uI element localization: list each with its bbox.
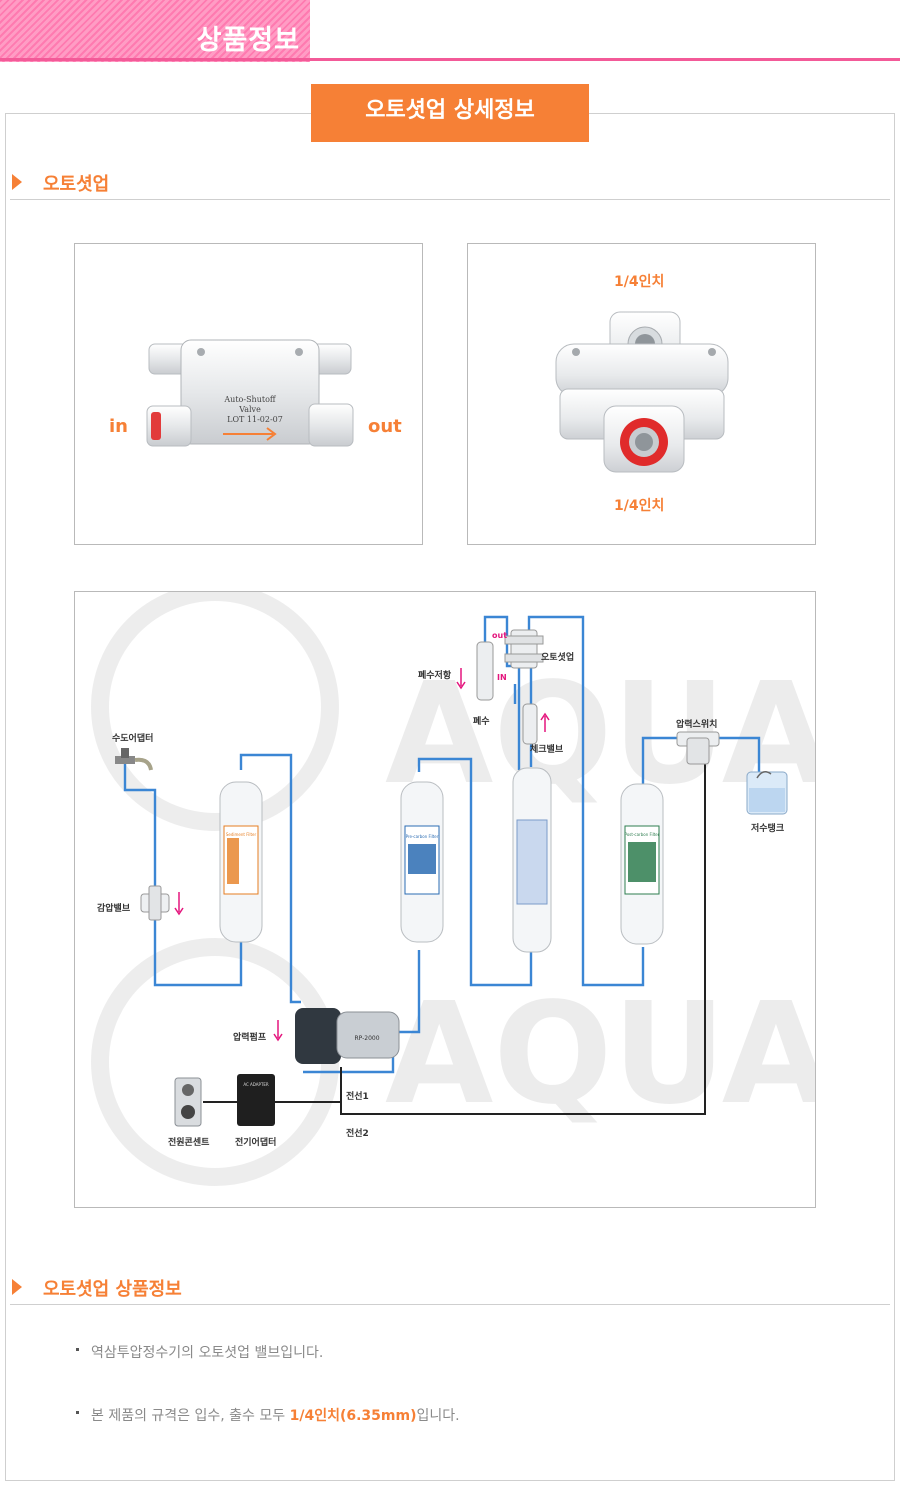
bullet-dot-icon xyxy=(76,1347,79,1351)
bottom-size-label: 1/4인치 xyxy=(614,498,665,514)
section-header-product-info: 오토셧업 상품정보 xyxy=(10,1275,890,1305)
out-label: out xyxy=(368,416,402,437)
check-valve xyxy=(522,703,550,745)
triangle-arrow-icon xyxy=(12,1279,22,1295)
filter-post-carbon: Post-carbon Filter xyxy=(620,783,664,945)
section-header-autoshutoff: 오토셧업 xyxy=(10,170,890,200)
header-tab: 상품정보 xyxy=(0,0,310,62)
filter-label: Pre-carbon Filter xyxy=(406,834,439,839)
adapter-text: AC ADAPTER xyxy=(243,1082,269,1087)
label-waste-water: 폐수 xyxy=(473,717,490,727)
valve-print-line1: Auto-Shutoff xyxy=(223,395,276,404)
out-port-label: out xyxy=(492,631,507,640)
label-wire1: 전선1 xyxy=(346,1092,369,1102)
header-divider xyxy=(0,58,900,61)
label-power-adapter: 전기어댑터 xyxy=(235,1138,277,1148)
bullet-dot-icon xyxy=(76,1410,79,1414)
info-line-2: 본 제품의 규격은 입수, 출수 모두 1/4인치(6.35mm)입니다. xyxy=(76,1405,460,1425)
label-pressure-reducing-valve: 감압밸브 xyxy=(97,904,131,914)
filter-pre-carbon: Pre-carbon Filter xyxy=(400,781,444,943)
label-waste-resistor: 폐수저항 xyxy=(418,671,452,681)
photo-front-view: 1/4인치 1/4인치 xyxy=(467,243,816,545)
page-title: 상품정보 xyxy=(196,25,300,56)
label-power-outlet: 전원콘센트 xyxy=(168,1138,210,1148)
in-port-label: IN xyxy=(497,673,507,682)
power-outlet xyxy=(174,1077,202,1127)
aqua-watermark: AQUA AQUA xyxy=(91,592,816,1186)
label-auto-shutoff: 오토셧업 xyxy=(541,653,575,663)
in-label: in xyxy=(109,416,128,437)
filter-label: Post-carbon Filter xyxy=(625,832,660,837)
power-adapter: AC ADAPTER xyxy=(237,1074,275,1126)
photo-side-view: Auto-Shutoff Valve LOT 11-02-07 in out xyxy=(74,243,423,545)
installation-diagram-graphic: AQUA AQUA xyxy=(91,592,816,1186)
top-size-label: 1/4인치 xyxy=(614,274,665,290)
auto-shutoff-valve xyxy=(504,629,544,669)
filter-label: Sediment Filter xyxy=(226,832,257,837)
pump-model-text: RP-2000 xyxy=(354,1035,379,1042)
pressure-reducing-valve xyxy=(140,885,184,921)
power-wires xyxy=(203,760,706,1115)
storage-tank xyxy=(746,771,788,815)
valve-front-view-image xyxy=(555,311,729,473)
label-pressure-switch: 압력스위치 xyxy=(676,720,718,730)
pressure-pump: RP-2000 xyxy=(273,1008,400,1064)
installation-diagram: AQUA AQUA xyxy=(74,591,816,1208)
filter-sediment: Sediment Filter xyxy=(219,781,263,943)
valve-side-view-image: Auto-Shutoff Valve LOT 11-02-07 xyxy=(146,339,354,447)
pressure-switch xyxy=(676,731,720,765)
label-wire2: 전선2 xyxy=(346,1129,369,1139)
faucet-icon xyxy=(115,748,153,771)
valve-print-line3: LOT 11-02-07 xyxy=(227,415,283,424)
section-title: 오토셧업 상품정보 xyxy=(43,1279,182,1300)
label-pressure-pump: 압력펌프 xyxy=(233,1033,267,1043)
detail-title-badge: 오토셧업 상세정보 xyxy=(311,84,589,142)
waste-water-restrictor xyxy=(456,641,494,701)
info-line-1: 역삼투압정수기의 오토셧업 밸브입니다. xyxy=(76,1342,323,1362)
svg-text:AQUA: AQUA xyxy=(385,973,816,1136)
section-title: 오토셧업 xyxy=(43,174,110,195)
triangle-arrow-icon xyxy=(12,174,22,190)
label-storage-tank: 저수탱크 xyxy=(751,824,785,834)
filter-ro-membrane xyxy=(512,767,552,953)
svg-text:AQUA: AQUA xyxy=(385,653,816,816)
label-check-valve: 체크밸브 xyxy=(530,745,564,755)
valve-print-line2: Valve xyxy=(238,405,261,414)
label-tap-adapter: 수도어댑터 xyxy=(112,734,154,744)
